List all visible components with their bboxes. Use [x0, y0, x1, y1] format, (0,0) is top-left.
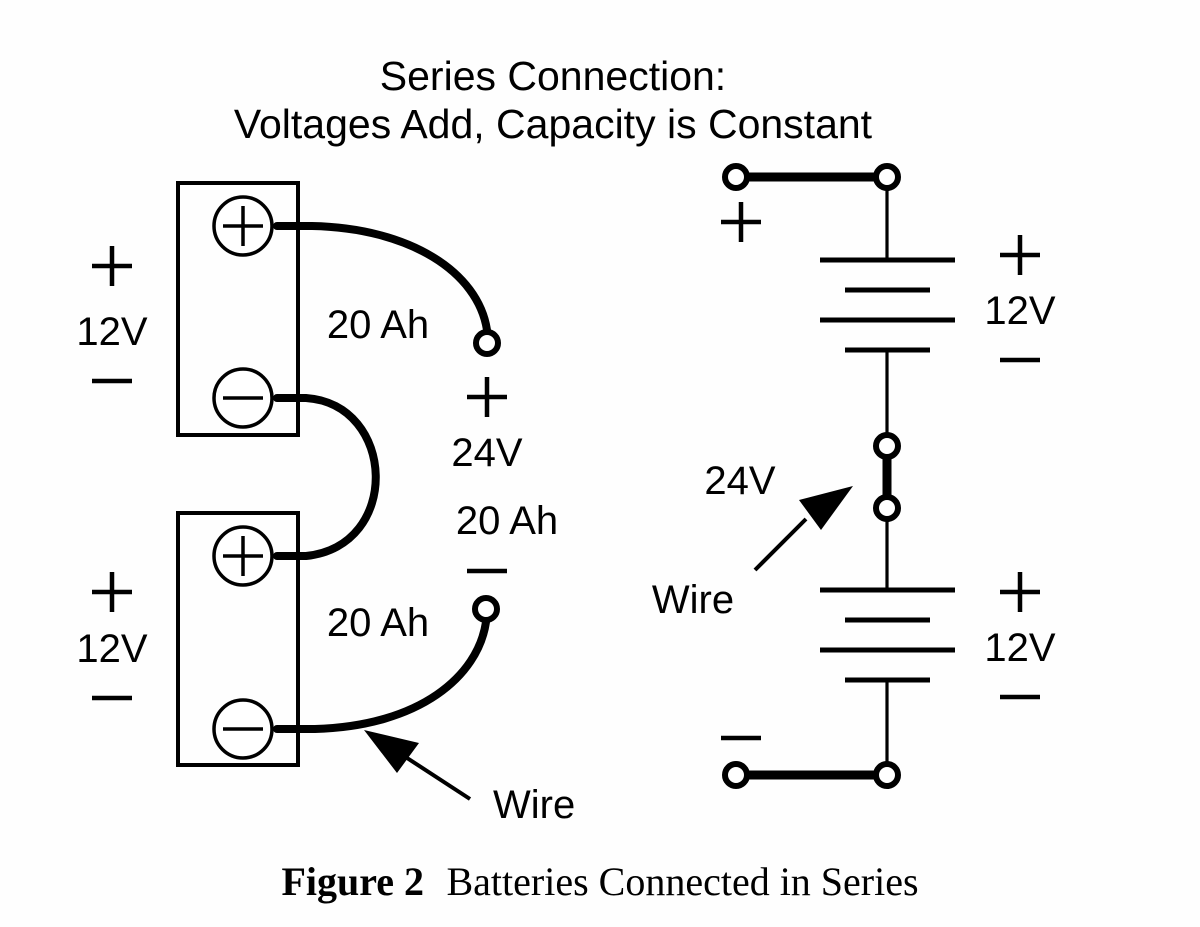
- battery-bottom-minus-terminal: [212, 698, 274, 760]
- battery-bottom-voltage-label: 12V: [76, 627, 147, 671]
- schematic-junction-node-upper: [873, 432, 901, 460]
- figure-caption-number: Figure 2: [281, 859, 424, 904]
- schematic-battery-top-voltage-label: 12V: [984, 289, 1055, 333]
- output-voltage-label: 24V: [451, 431, 522, 475]
- pictorial-output-group: 24V 20 Ah: [451, 377, 558, 574]
- battery-bottom-plus-terminal: [212, 525, 274, 587]
- pictorial-wire-label: Wire: [493, 783, 575, 827]
- pictorial-wire-annotation: Wire: [364, 730, 575, 827]
- schematic-wire-annotation: 24V Wire: [652, 459, 853, 622]
- battery-top-plus-terminal: [212, 195, 274, 257]
- battery-case-top: [176, 181, 300, 437]
- schematic-series-junction: [873, 432, 901, 522]
- battery-top-capacity-label: 20 Ah: [327, 303, 429, 347]
- schematic-top-terminal: [721, 163, 901, 242]
- schematic-bottom-junction-node: [873, 761, 901, 789]
- schematic-battery-symbol-top: [820, 257, 955, 353]
- schematic-battery-bottom-voltage-group: 12V: [984, 572, 1056, 700]
- battery-top-voltage-group: 12V: [76, 246, 148, 384]
- diagram-title-line2: Voltages Add, Capacity is Constant: [234, 101, 873, 147]
- output-plus-node: [473, 329, 501, 357]
- battery-bottom-capacity-label: 20 Ah: [327, 601, 429, 645]
- battery-top-minus-terminal: [212, 367, 274, 429]
- schematic-negative-terminal-node: [722, 761, 750, 789]
- wire-arrowhead-left: [364, 730, 419, 773]
- schematic-total-voltage-label: 24V: [704, 459, 775, 503]
- schematic-bottom-terminal: [721, 735, 901, 789]
- schematic-junction-node-lower: [873, 494, 901, 522]
- battery-top-voltage-label: 12V: [76, 310, 147, 354]
- schematic-wire-label: Wire: [652, 578, 734, 622]
- output-minus-node: [472, 595, 500, 623]
- schematic-positive-terminal-node: [722, 163, 750, 191]
- wire-top-plus-to-output: [273, 222, 491, 334]
- schematic-top-junction-node: [873, 163, 901, 191]
- wire-bottom-minus-to-output: [273, 618, 490, 733]
- schematic-battery-bottom-voltage-label: 12V: [984, 626, 1055, 670]
- figure-caption: Figure 2 Batteries Connected in Series: [281, 859, 918, 904]
- pictorial-battery-bottom: [176, 511, 300, 767]
- battery-case-bottom: [176, 511, 300, 767]
- schematic-battery-top-voltage-group: 12V: [984, 235, 1056, 363]
- schematic-battery-symbol-bottom: [820, 587, 955, 683]
- diagram-title-line1: Series Connection:: [380, 53, 726, 99]
- figure-caption-text: Batteries Connected in Series: [446, 859, 918, 904]
- wire-arrowhead-right: [799, 486, 853, 530]
- pictorial-battery-top: [176, 181, 300, 437]
- output-capacity-label: 20 Ah: [456, 499, 558, 543]
- battery-bottom-voltage-group: 12V: [76, 572, 148, 701]
- wire-series-link: [273, 394, 380, 560]
